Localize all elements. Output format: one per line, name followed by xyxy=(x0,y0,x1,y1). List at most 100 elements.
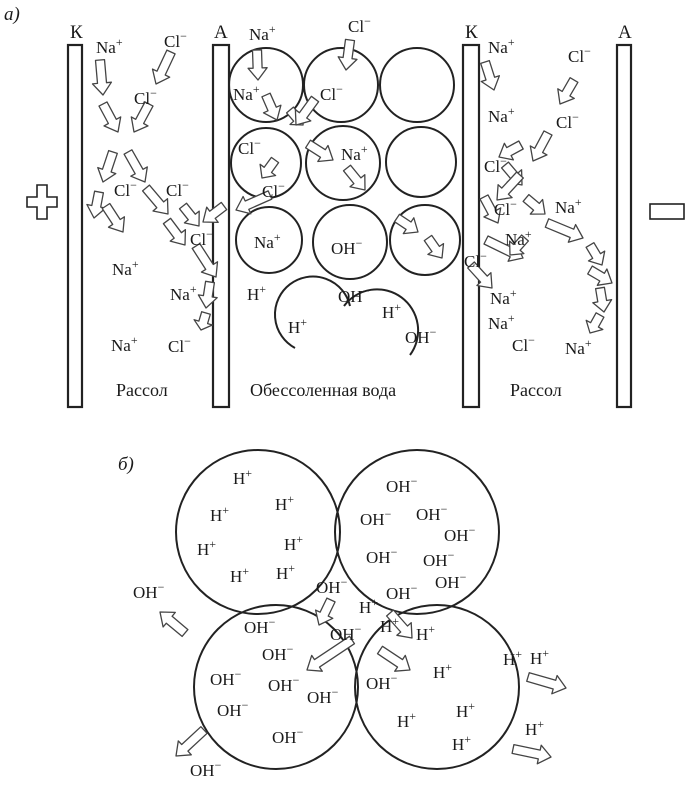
ion-label: OH− xyxy=(386,581,418,603)
flow-arrow xyxy=(587,265,613,286)
resin-bead xyxy=(235,206,303,274)
flow-arrow xyxy=(496,171,524,201)
resin-bead xyxy=(312,204,388,280)
ion-label: H+ xyxy=(359,595,378,617)
ion-label: Cl− xyxy=(320,82,343,104)
panel-a-label: а) xyxy=(4,4,20,25)
ion-label: Cl− xyxy=(164,29,187,51)
ion-label: H+ xyxy=(288,315,307,337)
ion-label: Cl− xyxy=(134,86,157,108)
flow-arrow xyxy=(393,213,419,235)
ion-label: Na+ xyxy=(96,35,123,57)
ion-label: H+ xyxy=(382,300,401,322)
flow-arrow xyxy=(159,611,189,638)
flow-arrow xyxy=(235,190,273,215)
ion-label: Cl− xyxy=(114,178,137,200)
ion-label: OH− xyxy=(133,580,165,602)
ion-label: OH− xyxy=(316,575,348,597)
flow-arrow xyxy=(247,49,268,81)
ion-label: OH− xyxy=(268,673,300,695)
ion-label: Cl− xyxy=(190,227,213,249)
flow-arrow xyxy=(261,92,282,121)
flow-arrow xyxy=(498,140,524,161)
flow-arrow xyxy=(592,286,613,313)
ion-label: Cl− xyxy=(166,178,189,200)
caption-brine-right: Рассол xyxy=(510,380,562,400)
ion-label: Cl− xyxy=(556,110,579,132)
electrode-a-right: А xyxy=(618,22,632,43)
ion-label: OH− xyxy=(360,507,392,529)
flow-arrow xyxy=(123,149,148,183)
ion-label: Na+ xyxy=(170,282,197,304)
ion-label: Cl− xyxy=(512,333,535,355)
ion-label: OH− xyxy=(217,698,249,720)
flow-arrow xyxy=(508,234,530,256)
caption-desalinated-water: Обессоленная вода xyxy=(250,380,396,400)
flow-arrow xyxy=(202,201,228,224)
ion-label: OH− xyxy=(331,236,363,258)
plus-sign-icon xyxy=(26,184,58,220)
ion-label: OH− xyxy=(262,642,294,664)
flow-arrow xyxy=(337,38,358,71)
ion-label: Na+ xyxy=(488,35,515,57)
resin-bead xyxy=(305,125,381,201)
anode-plate-right xyxy=(615,43,633,409)
ion-label: OH− xyxy=(307,685,339,707)
ion-label: OH− xyxy=(210,667,242,689)
ion-label: Na+ xyxy=(488,104,515,126)
cathode-plate-left xyxy=(66,43,84,409)
ion-label: H+ xyxy=(275,492,294,514)
ion-label: OH− xyxy=(444,523,476,545)
ion-label: OH− xyxy=(330,622,362,644)
flow-arrow xyxy=(385,609,413,639)
ion-label: OH− xyxy=(366,545,398,567)
flow-arrow xyxy=(314,597,336,626)
resin-bead xyxy=(303,47,379,123)
flow-arrow xyxy=(585,312,605,334)
flow-arrow xyxy=(178,202,200,227)
flow-arrow xyxy=(91,58,113,96)
resin-bead-cation xyxy=(175,449,341,615)
flow-arrow xyxy=(526,672,567,695)
flow-arrow xyxy=(479,194,502,224)
ion-label: OH− xyxy=(386,474,418,496)
flow-arrow xyxy=(557,77,579,105)
ion-label: H+ xyxy=(233,466,252,488)
ion-label: H+ xyxy=(276,561,295,583)
flow-arrow xyxy=(130,101,154,133)
ion-label: Cl− xyxy=(494,197,517,219)
flow-arrow xyxy=(304,139,334,163)
resin-bead xyxy=(385,126,457,198)
anion-membrane-left xyxy=(211,43,231,409)
ion-label: OH− xyxy=(366,671,398,693)
flow-arrow xyxy=(141,184,169,215)
ion-label: Cl− xyxy=(484,154,507,176)
ion-label: Cl− xyxy=(238,136,261,158)
ion-label: Cl− xyxy=(262,179,285,201)
ion-label: OH− xyxy=(272,725,304,747)
ion-label: OH− xyxy=(190,758,222,780)
flow-arrow xyxy=(467,261,493,289)
flow-arrow xyxy=(544,218,584,243)
ion-label: H+ xyxy=(456,699,475,721)
flow-arrow xyxy=(101,202,126,233)
ion-label: Na+ xyxy=(111,333,138,355)
flow-arrow xyxy=(342,164,366,191)
resin-bead-cation xyxy=(354,604,520,770)
flow-arrow xyxy=(294,95,320,126)
ion-label: OH− xyxy=(416,502,448,524)
caption-brine-left: Рассол xyxy=(116,380,168,400)
flow-arrow xyxy=(175,726,208,757)
resin-bead xyxy=(379,47,455,123)
flow-arrow xyxy=(529,130,553,162)
ion-label: Na+ xyxy=(490,286,517,308)
flow-arrow xyxy=(191,242,219,278)
flow-arrow xyxy=(197,280,218,309)
flow-arrow xyxy=(151,49,176,85)
ion-label: H+ xyxy=(416,622,435,644)
flow-arrow xyxy=(376,645,411,672)
resin-bead-anion xyxy=(193,604,359,770)
ion-label: H+ xyxy=(433,660,452,682)
ion-label: Na+ xyxy=(249,22,276,44)
